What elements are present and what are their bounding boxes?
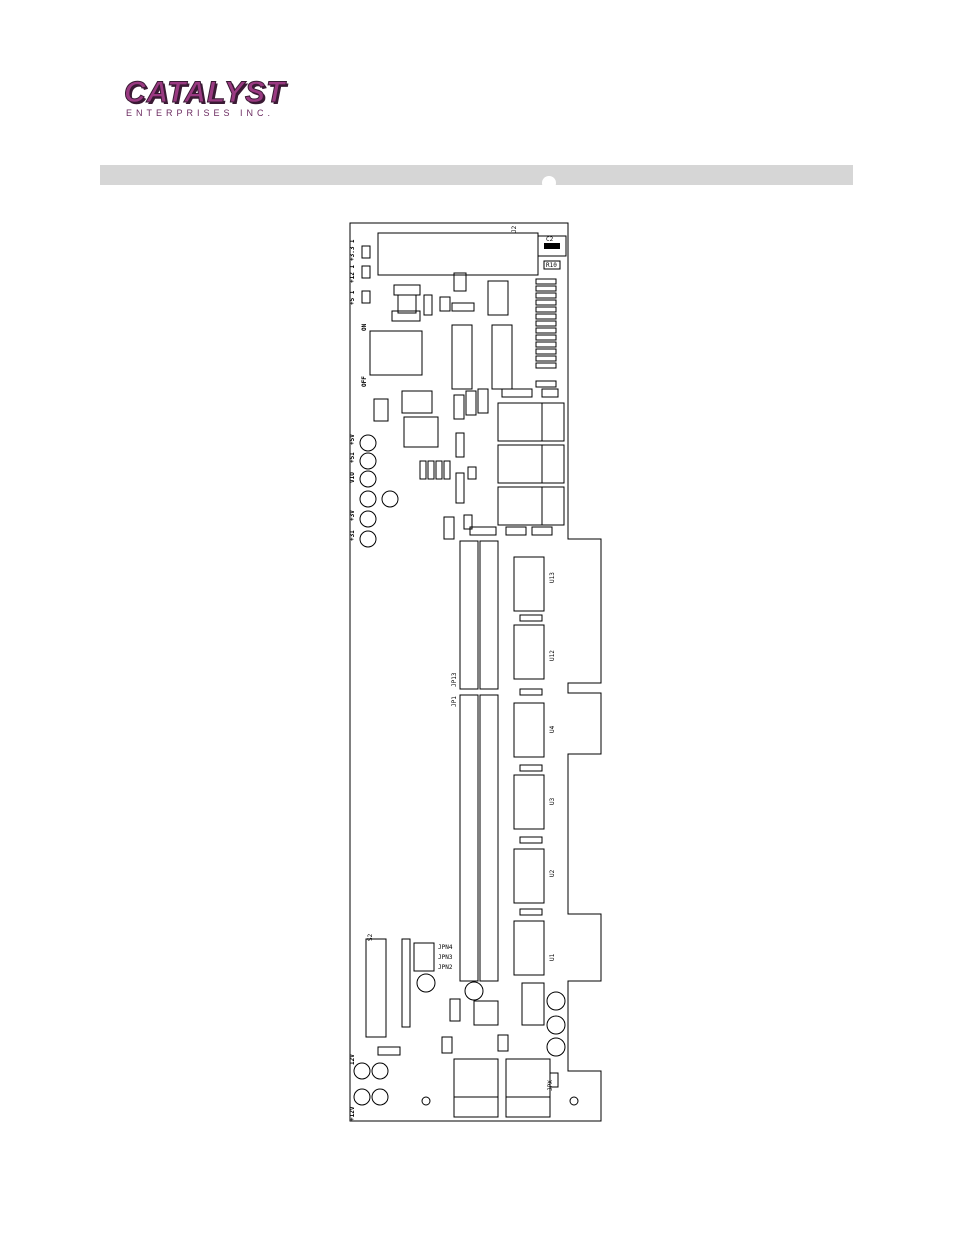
logo-subtitle: ENTERPRISES INC. xyxy=(126,108,275,118)
svg-text:U2: U2 xyxy=(549,869,556,877)
power-labels: +3.3 I +12 I +5 I ON OFF +5V +5I VIO +3V… xyxy=(349,239,368,1121)
chip-u11 xyxy=(451,324,473,390)
pcb-layout-diagram: +3.3 I +12 I +5 I ON OFF +5V +5I VIO +3V… xyxy=(349,222,602,1122)
label-3v3: +3.3 I xyxy=(349,239,356,261)
svg-text:U3: U3 xyxy=(549,797,556,805)
label-12v: 12V xyxy=(349,1054,356,1065)
label-plus12v: +12V xyxy=(349,1106,356,1121)
svg-text:U4: U4 xyxy=(549,725,556,733)
regulators xyxy=(497,402,565,526)
bottom-left-components xyxy=(353,938,461,1106)
chips-right-column xyxy=(513,556,545,976)
led-indicators xyxy=(359,434,399,548)
svg-text:JPN2: JPN2 xyxy=(438,964,453,971)
board-outline xyxy=(349,222,602,1122)
label-5v: +5V xyxy=(349,434,356,445)
resistor-stack-top xyxy=(535,278,557,388)
connector-j2 xyxy=(377,232,539,276)
label-3i: +3I xyxy=(349,530,356,541)
label-5i-led: +5I xyxy=(349,452,356,463)
label-vio: VIO xyxy=(349,472,356,483)
label-off: OFF xyxy=(361,376,368,387)
svg-text:U12: U12 xyxy=(549,650,556,661)
svg-text:U1: U1 xyxy=(549,953,556,961)
svg-text:JP13: JP13 xyxy=(451,672,458,687)
label-12i: +12 I xyxy=(349,265,356,283)
part-labels: J2 C2 R10 U13 U12 JP13 JP1 U4 U3 U2 U1 S… xyxy=(367,225,557,1091)
svg-text:R10: R10 xyxy=(546,262,557,269)
svg-text:S2: S2 xyxy=(367,933,374,941)
header-divider-bar xyxy=(100,165,853,185)
svg-text:JPN4: JPN4 xyxy=(438,944,453,951)
bottom-right-components xyxy=(421,981,579,1118)
switch-s1 xyxy=(369,330,423,376)
svg-text:JPX: JPX xyxy=(547,1080,554,1091)
chip-u10 xyxy=(491,324,513,390)
svg-text:JPN3: JPN3 xyxy=(438,954,453,961)
logo-wordmark: CATALYST xyxy=(123,76,286,110)
svg-text:U13: U13 xyxy=(549,572,556,583)
svg-text:C2: C2 xyxy=(546,236,554,243)
memory-sockets xyxy=(459,540,499,982)
divider-dot xyxy=(542,176,556,190)
label-on: ON xyxy=(361,323,368,331)
label-3v: +3V xyxy=(349,510,356,521)
catalyst-logo: CATALYST ENTERPRISES INC. xyxy=(104,56,314,136)
label-5i: +5 I xyxy=(349,290,356,305)
svg-text:JP1: JP1 xyxy=(451,696,458,707)
chip-u6 xyxy=(487,280,509,316)
svg-text:J2: J2 xyxy=(511,225,518,233)
